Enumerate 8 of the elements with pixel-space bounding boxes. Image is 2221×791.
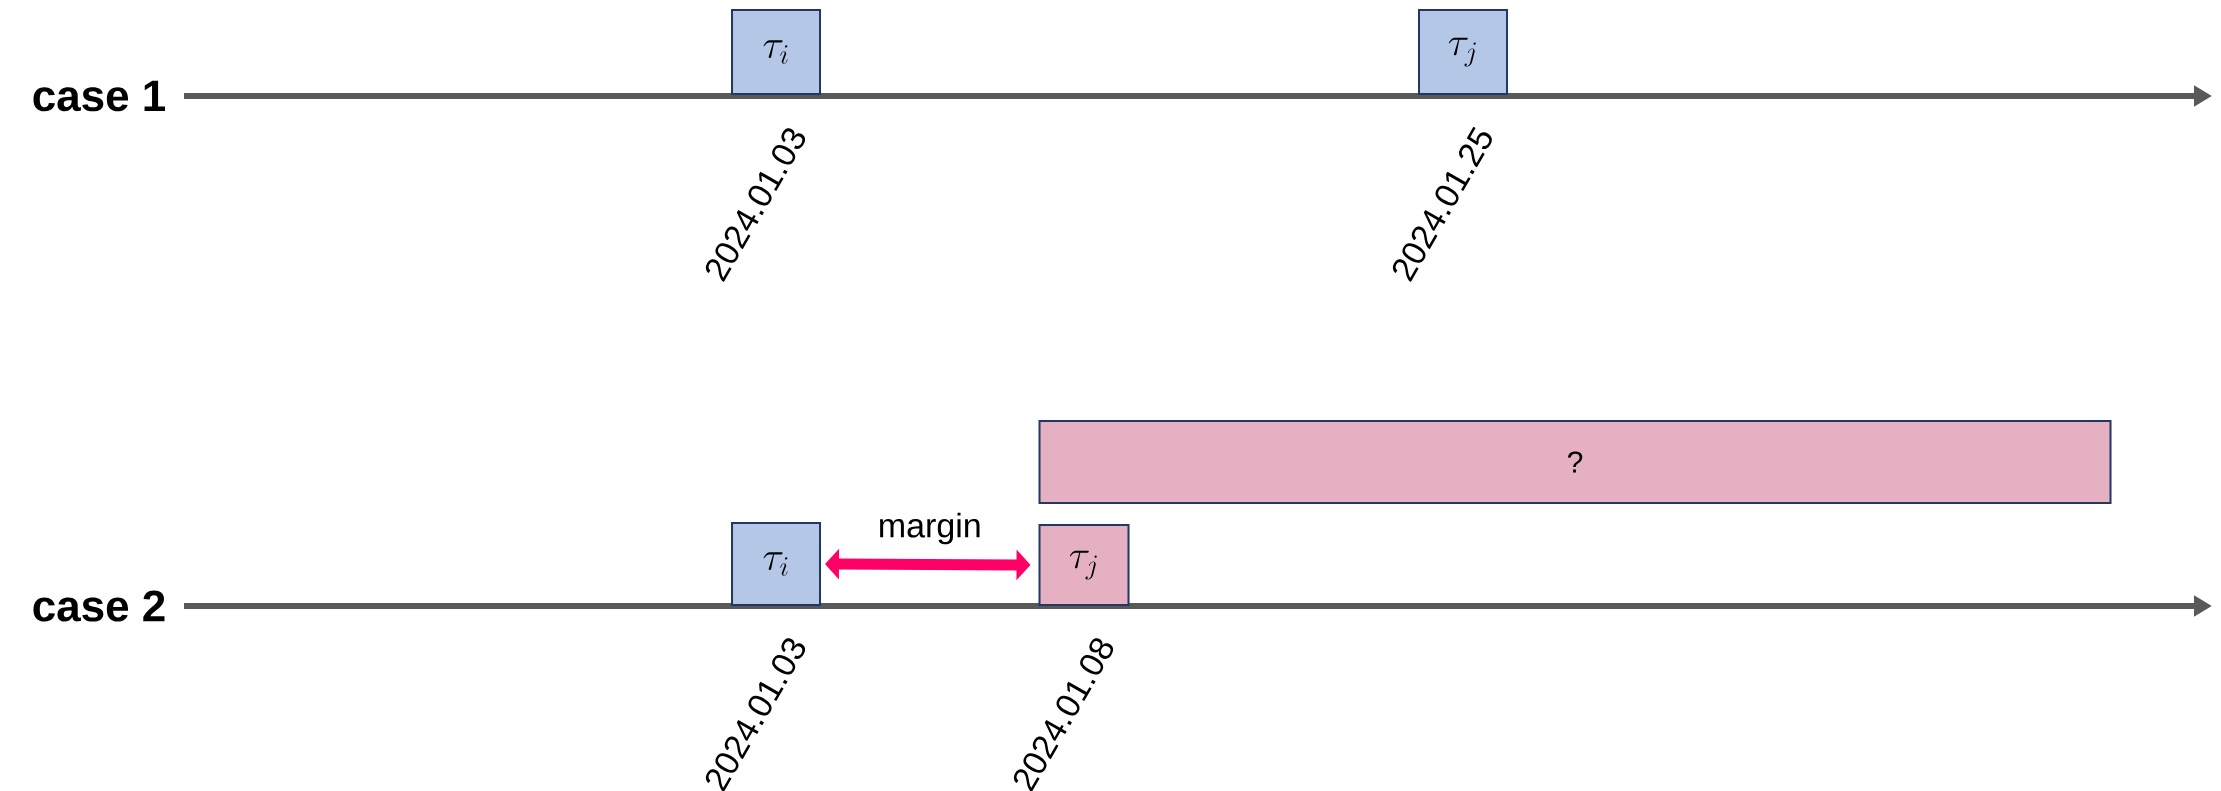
edge-label: margin [880,512,980,545]
interval-box: ? [1038,420,2112,504]
row-label: case 1 [33,80,165,112]
event-box: $\tau_i$ [731,522,821,606]
row-label: case 2 [33,590,165,622]
event-box: $\tau_i$ [731,9,821,95]
event-box: $\tau_j$ [1418,9,1508,95]
event-box: $\tau_j$ [1038,524,1130,606]
